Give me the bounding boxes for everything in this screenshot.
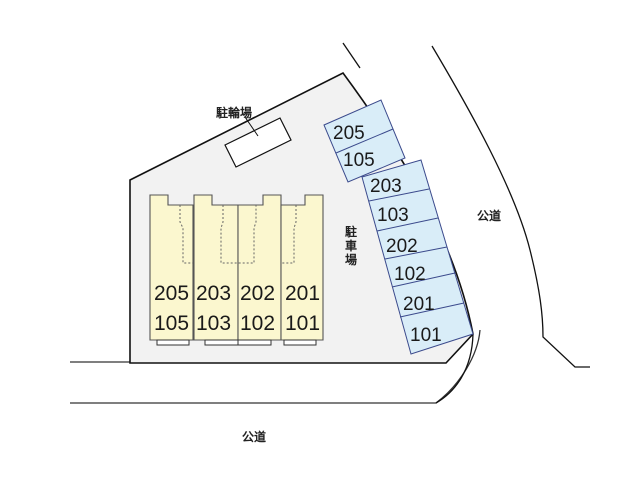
parking-label-char: 場	[345, 252, 357, 267]
parking-divider	[335, 128, 394, 154]
bicycle-parking: 駐輪場	[216, 105, 292, 168]
public-road-label-right: 公道	[477, 208, 501, 223]
parking-space-202: 202	[386, 236, 418, 257]
parking-space-203: 203	[370, 176, 402, 197]
unit-label: 101	[285, 312, 320, 335]
unit-label: 203	[196, 282, 231, 305]
public-road-label-bottom: 公道	[242, 429, 266, 444]
parking-space-101: 101	[410, 325, 442, 346]
unit-label: 102	[240, 312, 275, 335]
parking-divider	[391, 272, 456, 288]
parking-space-105: 105	[343, 150, 375, 171]
parking-lot-label: 駐 車 場	[345, 224, 357, 267]
unit-label: 202	[240, 282, 275, 305]
parking-space-frame	[361, 159, 474, 355]
boundary-line	[342, 42, 361, 69]
parking-label-char: 駐	[345, 224, 357, 239]
parking-divider	[376, 217, 439, 232]
unit-label: 201	[285, 282, 320, 305]
parking-divider	[399, 302, 465, 318]
unit-201-101	[280, 194, 324, 341]
unit-205-105	[149, 194, 194, 341]
parking-space-102: 102	[394, 264, 426, 285]
site-corner-curve	[435, 333, 474, 404]
parking-divider	[368, 188, 430, 202]
balconies	[156, 339, 317, 346]
building: 205 105 203 103 202 102 201 101	[149, 194, 324, 346]
bicycle-parking-leader	[244, 116, 259, 137]
bicycle-parking-area	[224, 117, 292, 168]
parking-space-205: 205	[333, 123, 365, 144]
parking-label-char: 車	[345, 238, 357, 253]
bicycle-parking-label: 駐輪場	[216, 105, 252, 120]
parking-space-201: 201	[403, 294, 435, 315]
parking-group-a	[323, 99, 406, 183]
parking-space-103: 103	[377, 205, 409, 226]
parking-divider	[384, 246, 448, 260]
right-road-edge	[431, 45, 590, 368]
unit-label: 205	[154, 282, 189, 305]
unit-label: 103	[196, 312, 231, 335]
unit-label: 105	[154, 312, 189, 335]
parking-group-b	[361, 159, 474, 355]
